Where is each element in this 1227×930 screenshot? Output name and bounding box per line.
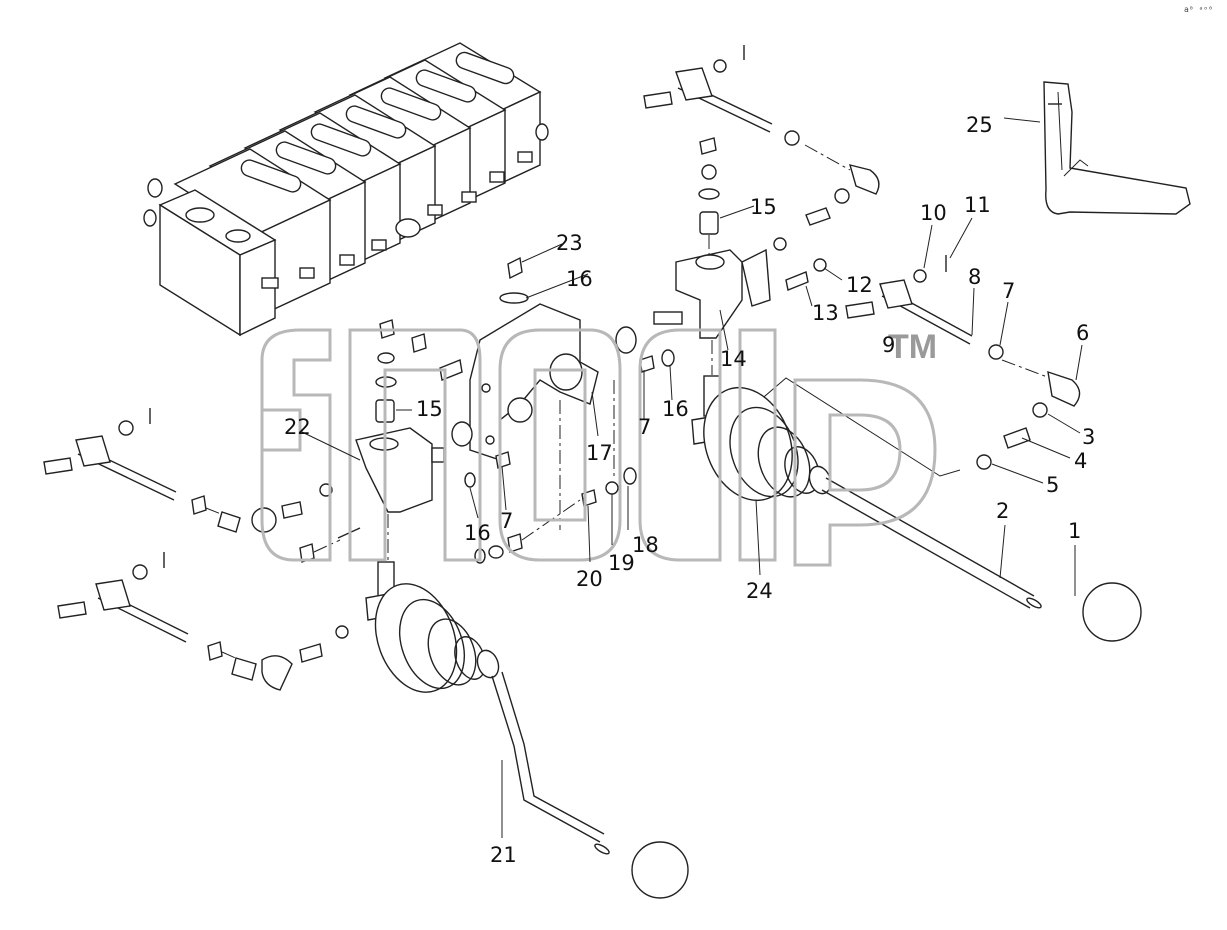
- callout-labels: 1 2 3 4 5 6 7 7 7 8 9 10 11 12 13 14 15 …: [284, 113, 1095, 867]
- upper-right-linkage: [643, 45, 1081, 470]
- callout-14: 14: [720, 347, 747, 371]
- callout-15-right: 15: [750, 195, 777, 219]
- center-bracket: [464, 256, 675, 564]
- left-linkage: [43, 319, 473, 691]
- callout-4: 4: [1074, 449, 1087, 473]
- callout-5: 5: [1046, 473, 1059, 497]
- callout-24: 24: [746, 579, 773, 603]
- callout-7-lower: 7: [500, 509, 513, 533]
- left-lever-boot: [374, 583, 689, 899]
- callout-7-center: 7: [638, 415, 651, 439]
- callout-17: 17: [586, 441, 613, 465]
- callout-16-lower: 16: [464, 521, 491, 545]
- callout-6: 6: [1076, 321, 1089, 345]
- leader-lines: [301, 117, 1083, 838]
- watermark: TM: [260, 328, 937, 567]
- callout-23: 23: [556, 231, 583, 255]
- callout-12: 12: [846, 273, 873, 297]
- callout-25: 25: [966, 113, 993, 137]
- callout-16-top: 16: [566, 267, 593, 291]
- callout-22: 22: [284, 415, 311, 439]
- callout-1: 1: [1068, 519, 1081, 543]
- right-lever-boot: [703, 377, 1142, 642]
- callout-9: 9: [882, 333, 895, 357]
- callout-20: 20: [576, 567, 603, 591]
- callout-16-center: 16: [662, 397, 689, 421]
- callout-2: 2: [996, 499, 1009, 523]
- callout-15-left: 15: [416, 397, 443, 421]
- callout-8: 8: [968, 265, 981, 289]
- callout-10: 10: [920, 201, 947, 225]
- callout-18: 18: [632, 533, 659, 557]
- callout-13: 13: [812, 301, 839, 325]
- control-valve-block: [143, 42, 549, 337]
- watermark-tm: TM: [888, 328, 937, 366]
- corner-mark: a⁰ ᵃᵒ⁰: [1184, 5, 1213, 14]
- seat-part-25: [1043, 81, 1191, 215]
- callout-21: 21: [490, 843, 517, 867]
- callout-11: 11: [964, 193, 991, 217]
- callout-3: 3: [1082, 425, 1095, 449]
- callout-7-right: 7: [1002, 279, 1015, 303]
- callout-19: 19: [608, 551, 635, 575]
